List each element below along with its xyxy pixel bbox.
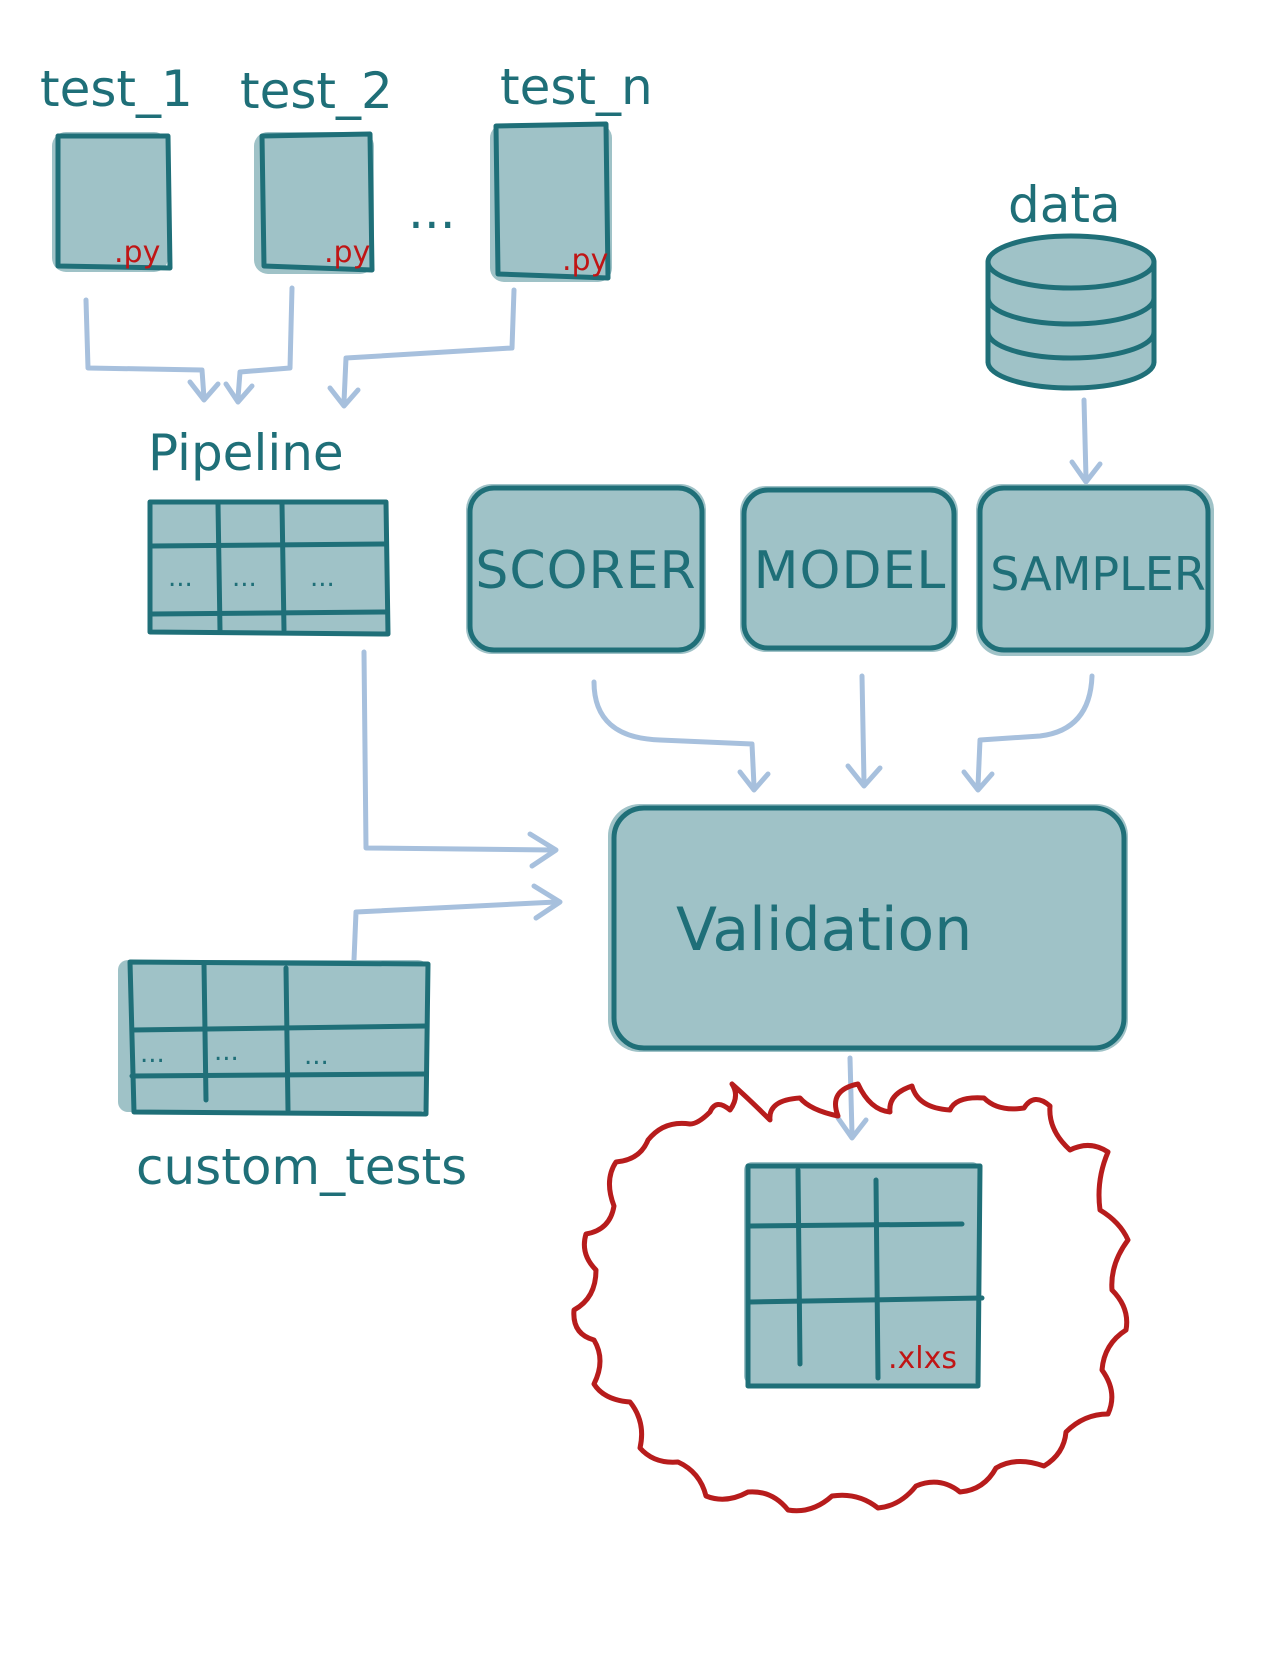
pipeline-cell: ...: [310, 563, 335, 593]
data-label: data: [1008, 176, 1121, 234]
tests-ellipsis: ...: [408, 182, 456, 240]
test-file-2: test_2 .py: [240, 62, 393, 274]
arrow-test1-to-pipeline: [83, 297, 221, 403]
arrow-pipeline-to-validation: [361, 649, 559, 869]
test-file-label: test_2: [240, 62, 393, 120]
arrow-validation-to-output: [835, 1055, 869, 1141]
custom-tests-cell: ...: [214, 1037, 239, 1067]
file-ext-label: .py: [562, 243, 608, 278]
pipeline-cell: ...: [232, 563, 257, 593]
test-file-n: test_n .py: [490, 58, 653, 282]
test-file-label: test_1: [40, 60, 193, 118]
custom-tests-table: ... ... ... custom_tests: [118, 959, 467, 1196]
arrow-test2-to-pipeline: [223, 285, 295, 405]
pipeline-label: Pipeline: [148, 424, 344, 482]
arrow-data-to-sampler: [1069, 397, 1103, 485]
arrow-sampler-to-validation: [961, 673, 1095, 793]
custom-tests-label: custom_tests: [136, 1138, 467, 1196]
arrow-custom-to-validation: [351, 883, 563, 963]
file-ext-label: .py: [324, 235, 370, 270]
scorer-box: SCORER: [466, 484, 706, 654]
file-ext-label: .py: [114, 235, 160, 270]
model-box: MODEL: [740, 486, 958, 652]
data-cylinder: data: [985, 176, 1157, 391]
validation-label: Validation: [676, 895, 972, 965]
custom-tests-cell: ...: [140, 1039, 165, 1069]
pipeline-cell: ...: [168, 563, 193, 593]
arrow-scorer-to-validation: [591, 679, 771, 793]
arrow-testn-to-pipeline: [327, 287, 517, 409]
test-file-1: test_1 .py: [40, 60, 193, 272]
custom-tests-cell: ...: [304, 1041, 329, 1071]
output-burst: [571, 1081, 1131, 1514]
output-spreadsheet: .xlxs: [744, 1162, 985, 1389]
arrow-model-to-validation: [845, 673, 883, 789]
scorer-label: SCORER: [475, 541, 696, 601]
model-label: MODEL: [754, 541, 947, 601]
output-ext-label: .xlxs: [888, 1341, 957, 1376]
sampler-label: SAMPLER: [990, 547, 1206, 601]
pipeline-table: Pipeline ... ... ...: [147, 424, 391, 637]
sampler-box: SAMPLER: [976, 484, 1214, 656]
test-file-label: test_n: [500, 58, 653, 116]
validation-box: Validation: [608, 804, 1128, 1052]
